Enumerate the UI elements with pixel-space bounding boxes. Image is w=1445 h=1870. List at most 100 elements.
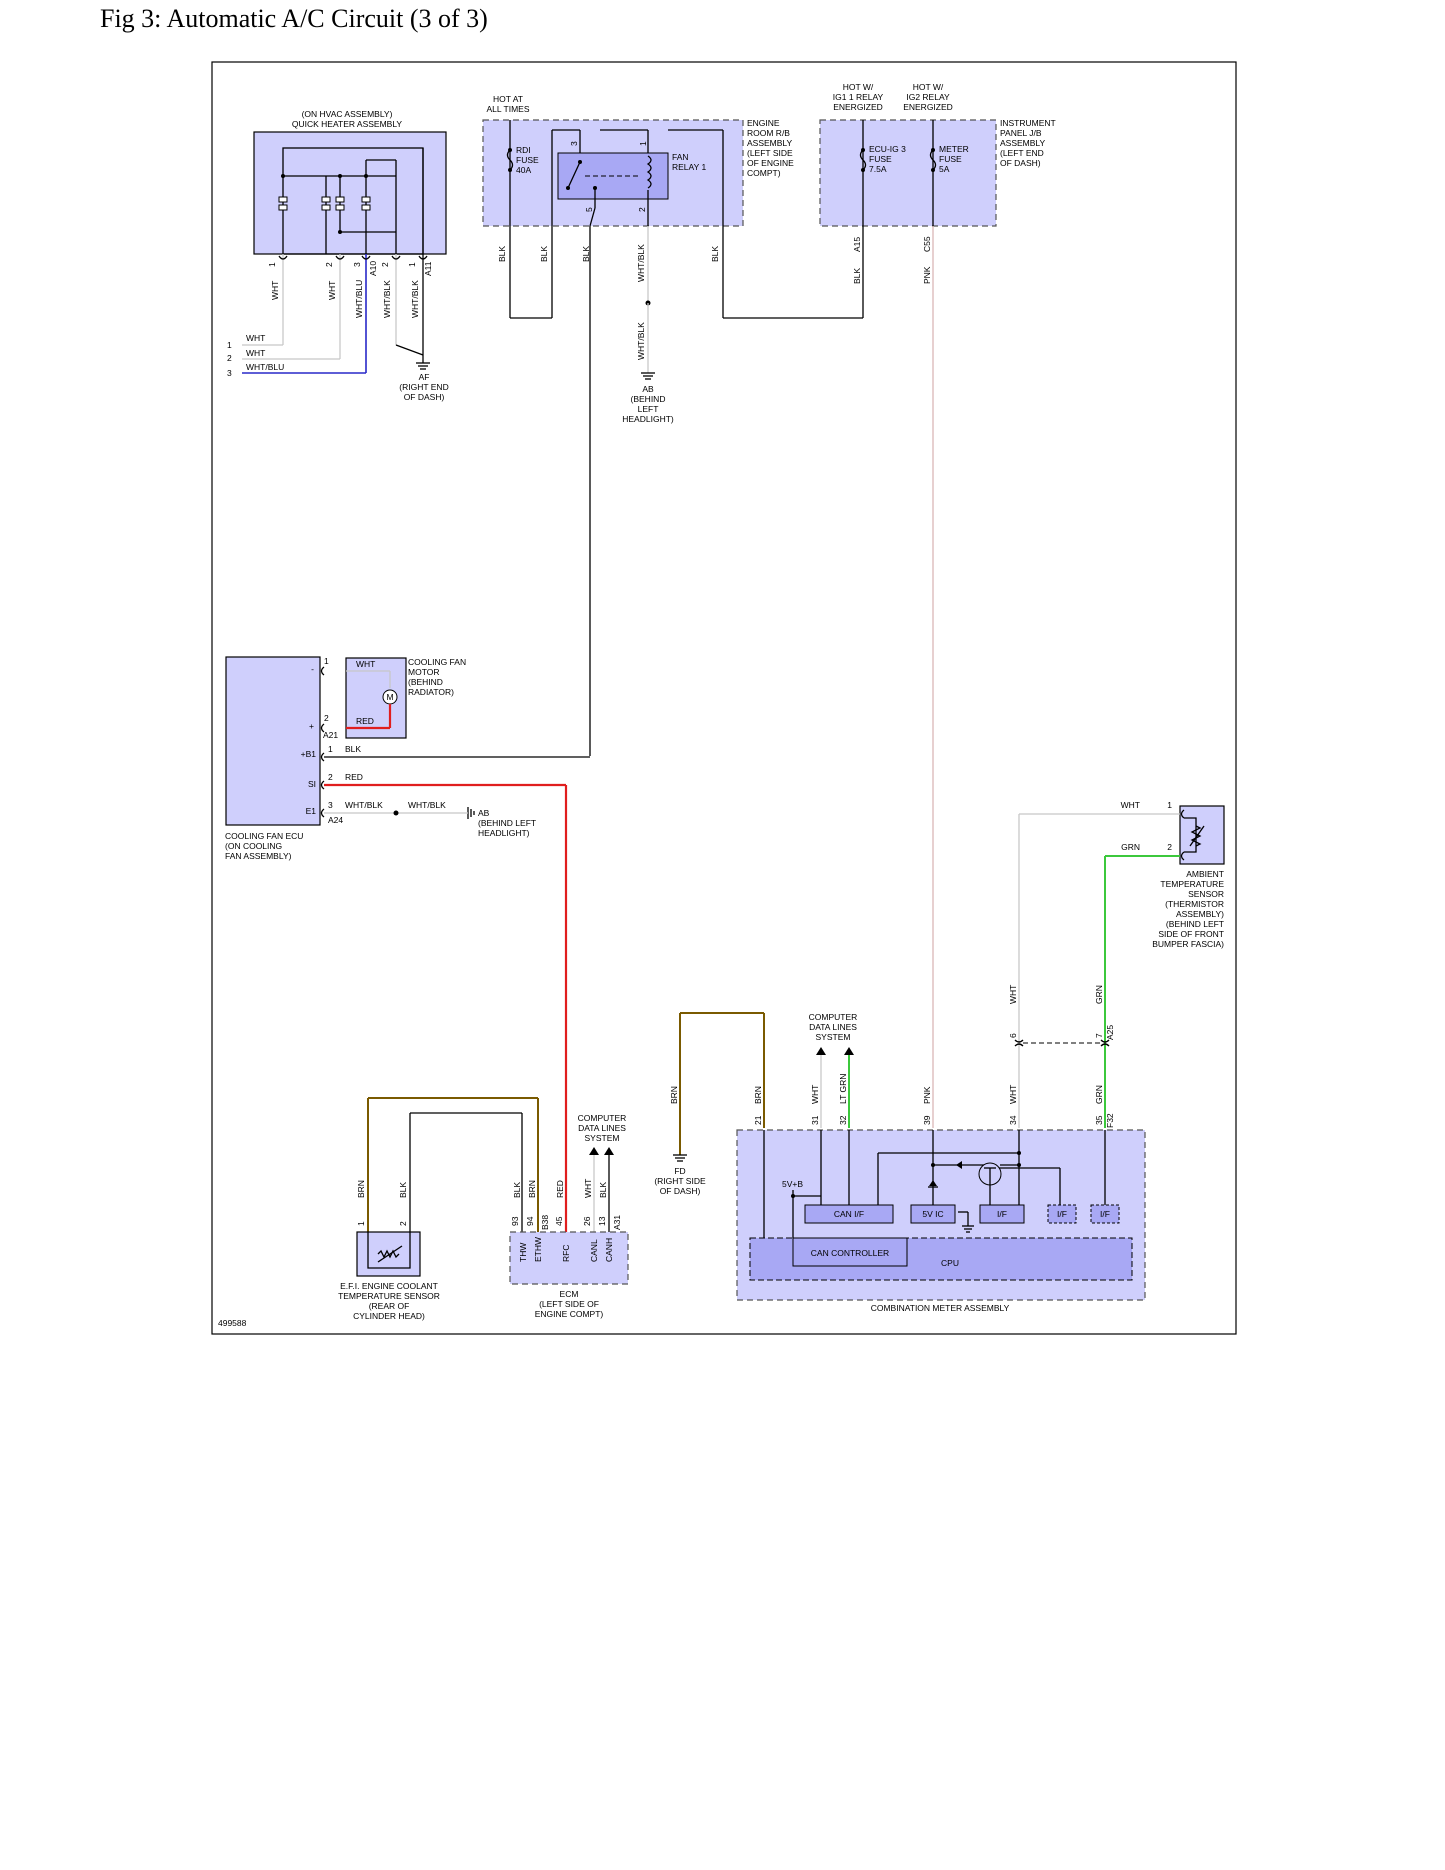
svg-text:ENERGIZED: ENERGIZED [833,102,883,112]
svg-text:OF DASH): OF DASH) [404,392,445,402]
svg-text:BLK: BLK [581,246,591,262]
svg-text:DATA LINES: DATA LINES [809,1022,857,1032]
svg-text:CAN CONTROLLER: CAN CONTROLLER [811,1248,889,1258]
svg-text:40A: 40A [516,165,531,175]
svg-text:AF: AF [419,372,430,382]
svg-text:GRN: GRN [1094,1085,1104,1104]
svg-text:COMPT): COMPT) [747,168,781,178]
svg-text:(ON HVAC ASSEMBLY): (ON HVAC ASSEMBLY) [302,109,393,119]
svg-text:RED: RED [555,1180,565,1198]
svg-text:QUICK HEATER ASSEMBLY: QUICK HEATER ASSEMBLY [292,119,403,129]
svg-text:FAN ASSEMBLY): FAN ASSEMBLY) [225,851,292,861]
svg-text:1: 1 [356,1221,366,1226]
svg-text:CANH: CANH [604,1238,614,1262]
svg-text:34: 34 [1008,1115,1018,1125]
svg-text:45: 45 [554,1216,564,1226]
svg-text:3: 3 [569,141,579,146]
svg-text:AB: AB [478,808,490,818]
svg-text:5V IC: 5V IC [922,1209,943,1219]
svg-text:1: 1 [267,262,277,267]
svg-text:ECU-IG 3: ECU-IG 3 [869,144,906,154]
svg-text:BLK: BLK [398,1182,408,1198]
svg-text:1: 1 [227,340,232,350]
svg-text:RED: RED [356,716,374,726]
svg-text:I/F: I/F [997,1209,1007,1219]
svg-text:F32: F32 [1105,1113,1115,1128]
cooling-fan-ecu: COOLING FAN ECU (ON COOLING FAN ASSEMBLY… [225,656,590,1232]
svg-text:AMBIENT: AMBIENT [1186,869,1224,879]
svg-text:GRN: GRN [1121,842,1140,852]
svg-text:LT GRN: LT GRN [838,1074,848,1104]
svg-text:5: 5 [584,207,594,212]
svg-text:94: 94 [525,1216,535,1226]
svg-text:BLK: BLK [512,1182,522,1198]
svg-text:ENERGIZED: ENERGIZED [903,102,953,112]
svg-text:6: 6 [1008,1033,1018,1038]
svg-text:ETHW: ETHW [533,1237,543,1262]
svg-text:E.F.I. ENGINE COOLANT: E.F.I. ENGINE COOLANT [340,1281,438,1291]
svg-text:2: 2 [637,207,647,212]
quick-heater-assembly: (ON HVAC ASSEMBLY) QUICK HEATER ASSEMBLY [227,109,447,378]
svg-text:I/F: I/F [1057,1209,1067,1219]
svg-text:CYLINDER HEAD): CYLINDER HEAD) [353,1311,425,1321]
svg-text:WHT: WHT [246,333,265,343]
ground-ab-mid: AB (BEHIND LEFT HEADLIGHT) [460,807,536,838]
svg-text:(THERMISTOR: (THERMISTOR [1165,899,1224,909]
engine-room-rb-assembly: HOT AT ALL TIMES ENGINE ROOM R/B ASSEMBL… [482,94,863,756]
svg-text:(LEFT END: (LEFT END [1000,148,1044,158]
svg-text:BLK: BLK [497,246,507,262]
svg-text:3: 3 [352,262,362,267]
svg-text:1: 1 [324,656,329,666]
svg-text:ASSEMBLY: ASSEMBLY [1000,138,1046,148]
svg-text:THW: THW [518,1243,528,1262]
svg-text:ENGINE COMPT): ENGINE COMPT) [535,1309,604,1319]
figure-title: Fig 3: Automatic A/C Circuit (3 of 3) [100,4,488,33]
svg-text:BRN: BRN [527,1180,537,1198]
svg-text:COMPUTER: COMPUTER [578,1113,627,1123]
svg-text:1: 1 [1167,800,1172,810]
ecm: COMPUTER DATA LINES SYSTEM BLK BRN RED W… [509,1113,629,1319]
svg-text:+B1: +B1 [301,749,317,759]
svg-text:IG1 1 RELAY: IG1 1 RELAY [833,92,884,102]
svg-text:39: 39 [922,1115,932,1125]
svg-text:SIDE OF FRONT: SIDE OF FRONT [1158,929,1224,939]
svg-text:IG2 RELAY: IG2 RELAY [906,92,950,102]
svg-text:COOLING FAN: COOLING FAN [408,657,466,667]
svg-text:93: 93 [510,1216,520,1226]
svg-text:+: + [309,721,314,731]
svg-text:AB: AB [642,384,654,394]
svg-text:A24: A24 [328,815,343,825]
svg-text:21: 21 [753,1115,763,1125]
svg-text:CANL: CANL [589,1239,599,1262]
svg-text:FUSE: FUSE [869,154,892,164]
svg-text:RDI: RDI [516,145,531,155]
svg-text:2: 2 [328,772,333,782]
ambient-temperature-sensor: 1 2 WHT GRN AMBIENT TEMPERATURE SENSOR (… [1019,800,1225,949]
svg-text:2: 2 [227,353,232,363]
svg-text:COMPUTER: COMPUTER [809,1012,858,1022]
svg-text:(RIGHT SIDE: (RIGHT SIDE [654,1176,706,1186]
svg-text:M: M [386,692,393,702]
svg-text:(ON COOLING: (ON COOLING [225,841,282,851]
svg-text:WHT: WHT [327,281,337,300]
svg-text:PNK: PNK [922,266,932,284]
svg-text:RED: RED [345,772,363,782]
svg-text:FUSE: FUSE [516,155,539,165]
svg-text:B38: B38 [540,1215,550,1230]
svg-text:ASSEMBLY): ASSEMBLY) [1176,909,1224,919]
svg-text:WHT: WHT [246,348,265,358]
svg-text:3: 3 [227,368,232,378]
svg-text:(LEFT SIDE: (LEFT SIDE [747,148,793,158]
svg-text:PNK: PNK [922,1086,932,1104]
svg-text:31: 31 [810,1115,820,1125]
svg-text:INSTRUMENT: INSTRUMENT [1000,118,1056,128]
instrument-panel-jb: HOT W/ IG1 1 RELAY ENERGIZED HOT W/ IG2 … [819,82,1056,1128]
svg-text:1: 1 [407,262,417,267]
svg-text:RADIATOR): RADIATOR) [408,687,454,697]
svg-text:HOT W/: HOT W/ [843,82,874,92]
svg-text:-: - [311,664,314,674]
svg-text:OF DASH): OF DASH) [1000,158,1041,168]
svg-text:HOT AT: HOT AT [493,94,523,104]
svg-text:BLK: BLK [345,744,361,754]
